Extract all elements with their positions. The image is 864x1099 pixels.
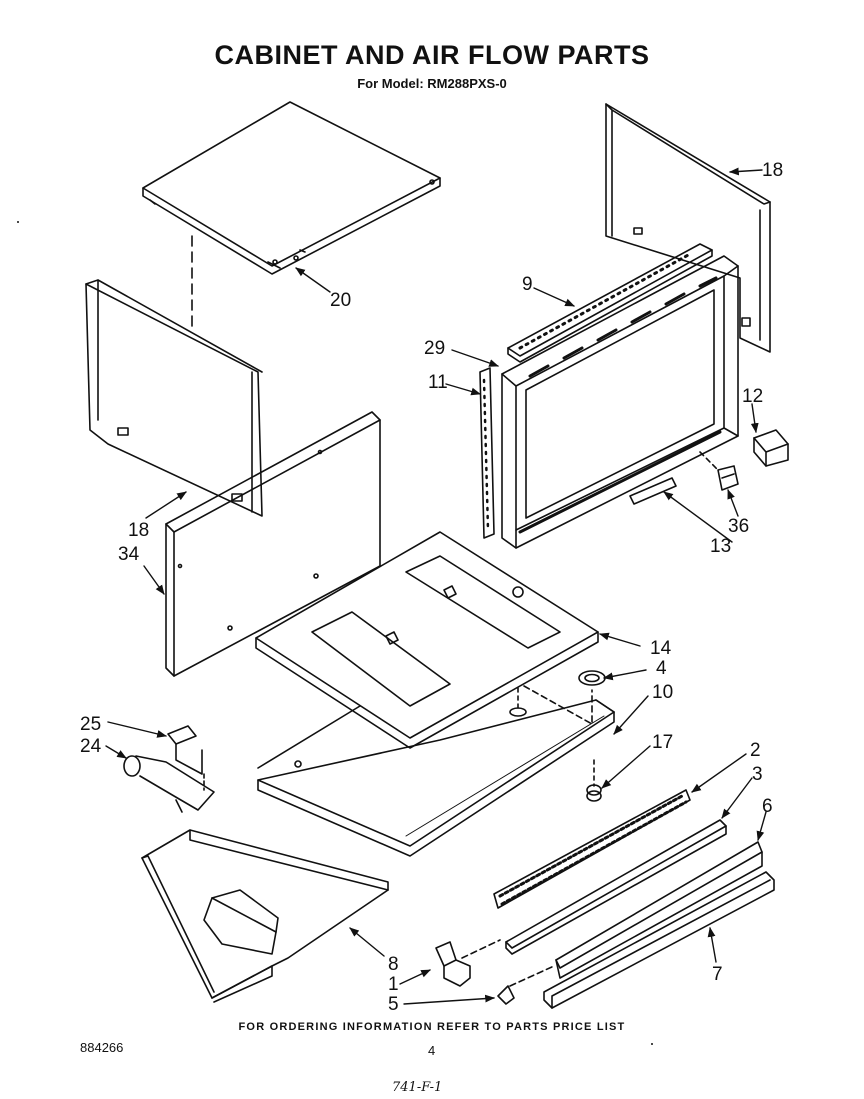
part-2-mesh <box>493 789 691 909</box>
part-20-top-panel <box>142 101 441 331</box>
model-subtitle: For Model: RM288PXS-0 <box>357 76 507 91</box>
callout-8: 8 <box>388 954 399 975</box>
callout-4: 4 <box>656 658 667 679</box>
callout-25: 25 <box>80 714 101 735</box>
part-12-block <box>753 429 789 467</box>
ordering-info-note: FOR ORDERING INFORMATION REFER TO PARTS … <box>238 1021 626 1033</box>
part-4-grommet <box>509 670 606 725</box>
part-25-bracket <box>167 725 203 775</box>
callout-3: 3 <box>752 764 763 785</box>
callout-10: 10 <box>652 682 673 703</box>
callout-34: 34 <box>118 544 140 565</box>
part-18-left-side-panel <box>85 279 263 517</box>
page-title: CABINET AND AIR FLOW PARTS <box>214 40 650 70</box>
part-9-grille-strip <box>507 243 713 363</box>
callout-18-left: 18 <box>128 520 149 541</box>
callout-labels: 20 18 9 29 11 12 18 34 36 13 14 4 10 25 … <box>80 160 783 1015</box>
part-5-clip <box>497 965 555 1005</box>
callout-6: 6 <box>762 796 773 817</box>
handwritten-note: 741-F-1 <box>392 1080 443 1095</box>
part-14-base-shelf <box>255 531 599 749</box>
callout-18-top: 18 <box>762 160 783 181</box>
callout-9: 9 <box>522 274 533 295</box>
scan-speck <box>17 221 19 223</box>
part-1-block <box>435 939 501 987</box>
part-7-trim-channel <box>543 871 775 1009</box>
callout-36: 36 <box>728 516 749 537</box>
scan-speck <box>651 1043 653 1045</box>
part-11-vertical-strip <box>479 367 495 539</box>
part-29-front-frame <box>501 255 739 549</box>
part-6-trim <box>555 841 763 979</box>
callout-14: 14 <box>650 638 672 659</box>
part-13-label <box>629 477 677 505</box>
callout-13: 13 <box>710 536 731 557</box>
part-8-lower-tray <box>141 829 389 1003</box>
callout-20: 20 <box>330 290 351 311</box>
callout-24: 24 <box>80 736 102 757</box>
callout-29: 29 <box>424 338 445 359</box>
part-3-rail <box>505 819 727 955</box>
part-18-right-side-panel <box>605 103 771 353</box>
callout-17: 17 <box>652 732 673 753</box>
part-24-duct <box>123 755 215 813</box>
document-number: 884266 <box>80 1040 124 1055</box>
callout-12: 12 <box>742 386 763 407</box>
leader-lines <box>105 167 767 1005</box>
callout-5: 5 <box>388 994 399 1015</box>
part-10-base-pan <box>257 699 615 857</box>
page-number: 4 <box>428 1043 436 1058</box>
callout-2: 2 <box>750 740 761 761</box>
part-36-clip <box>699 451 739 491</box>
callout-1: 1 <box>388 974 399 995</box>
callout-11: 11 <box>428 372 448 393</box>
callout-7: 7 <box>712 964 723 985</box>
part-17-foot <box>586 759 602 802</box>
part-34-back-panel <box>165 411 381 677</box>
